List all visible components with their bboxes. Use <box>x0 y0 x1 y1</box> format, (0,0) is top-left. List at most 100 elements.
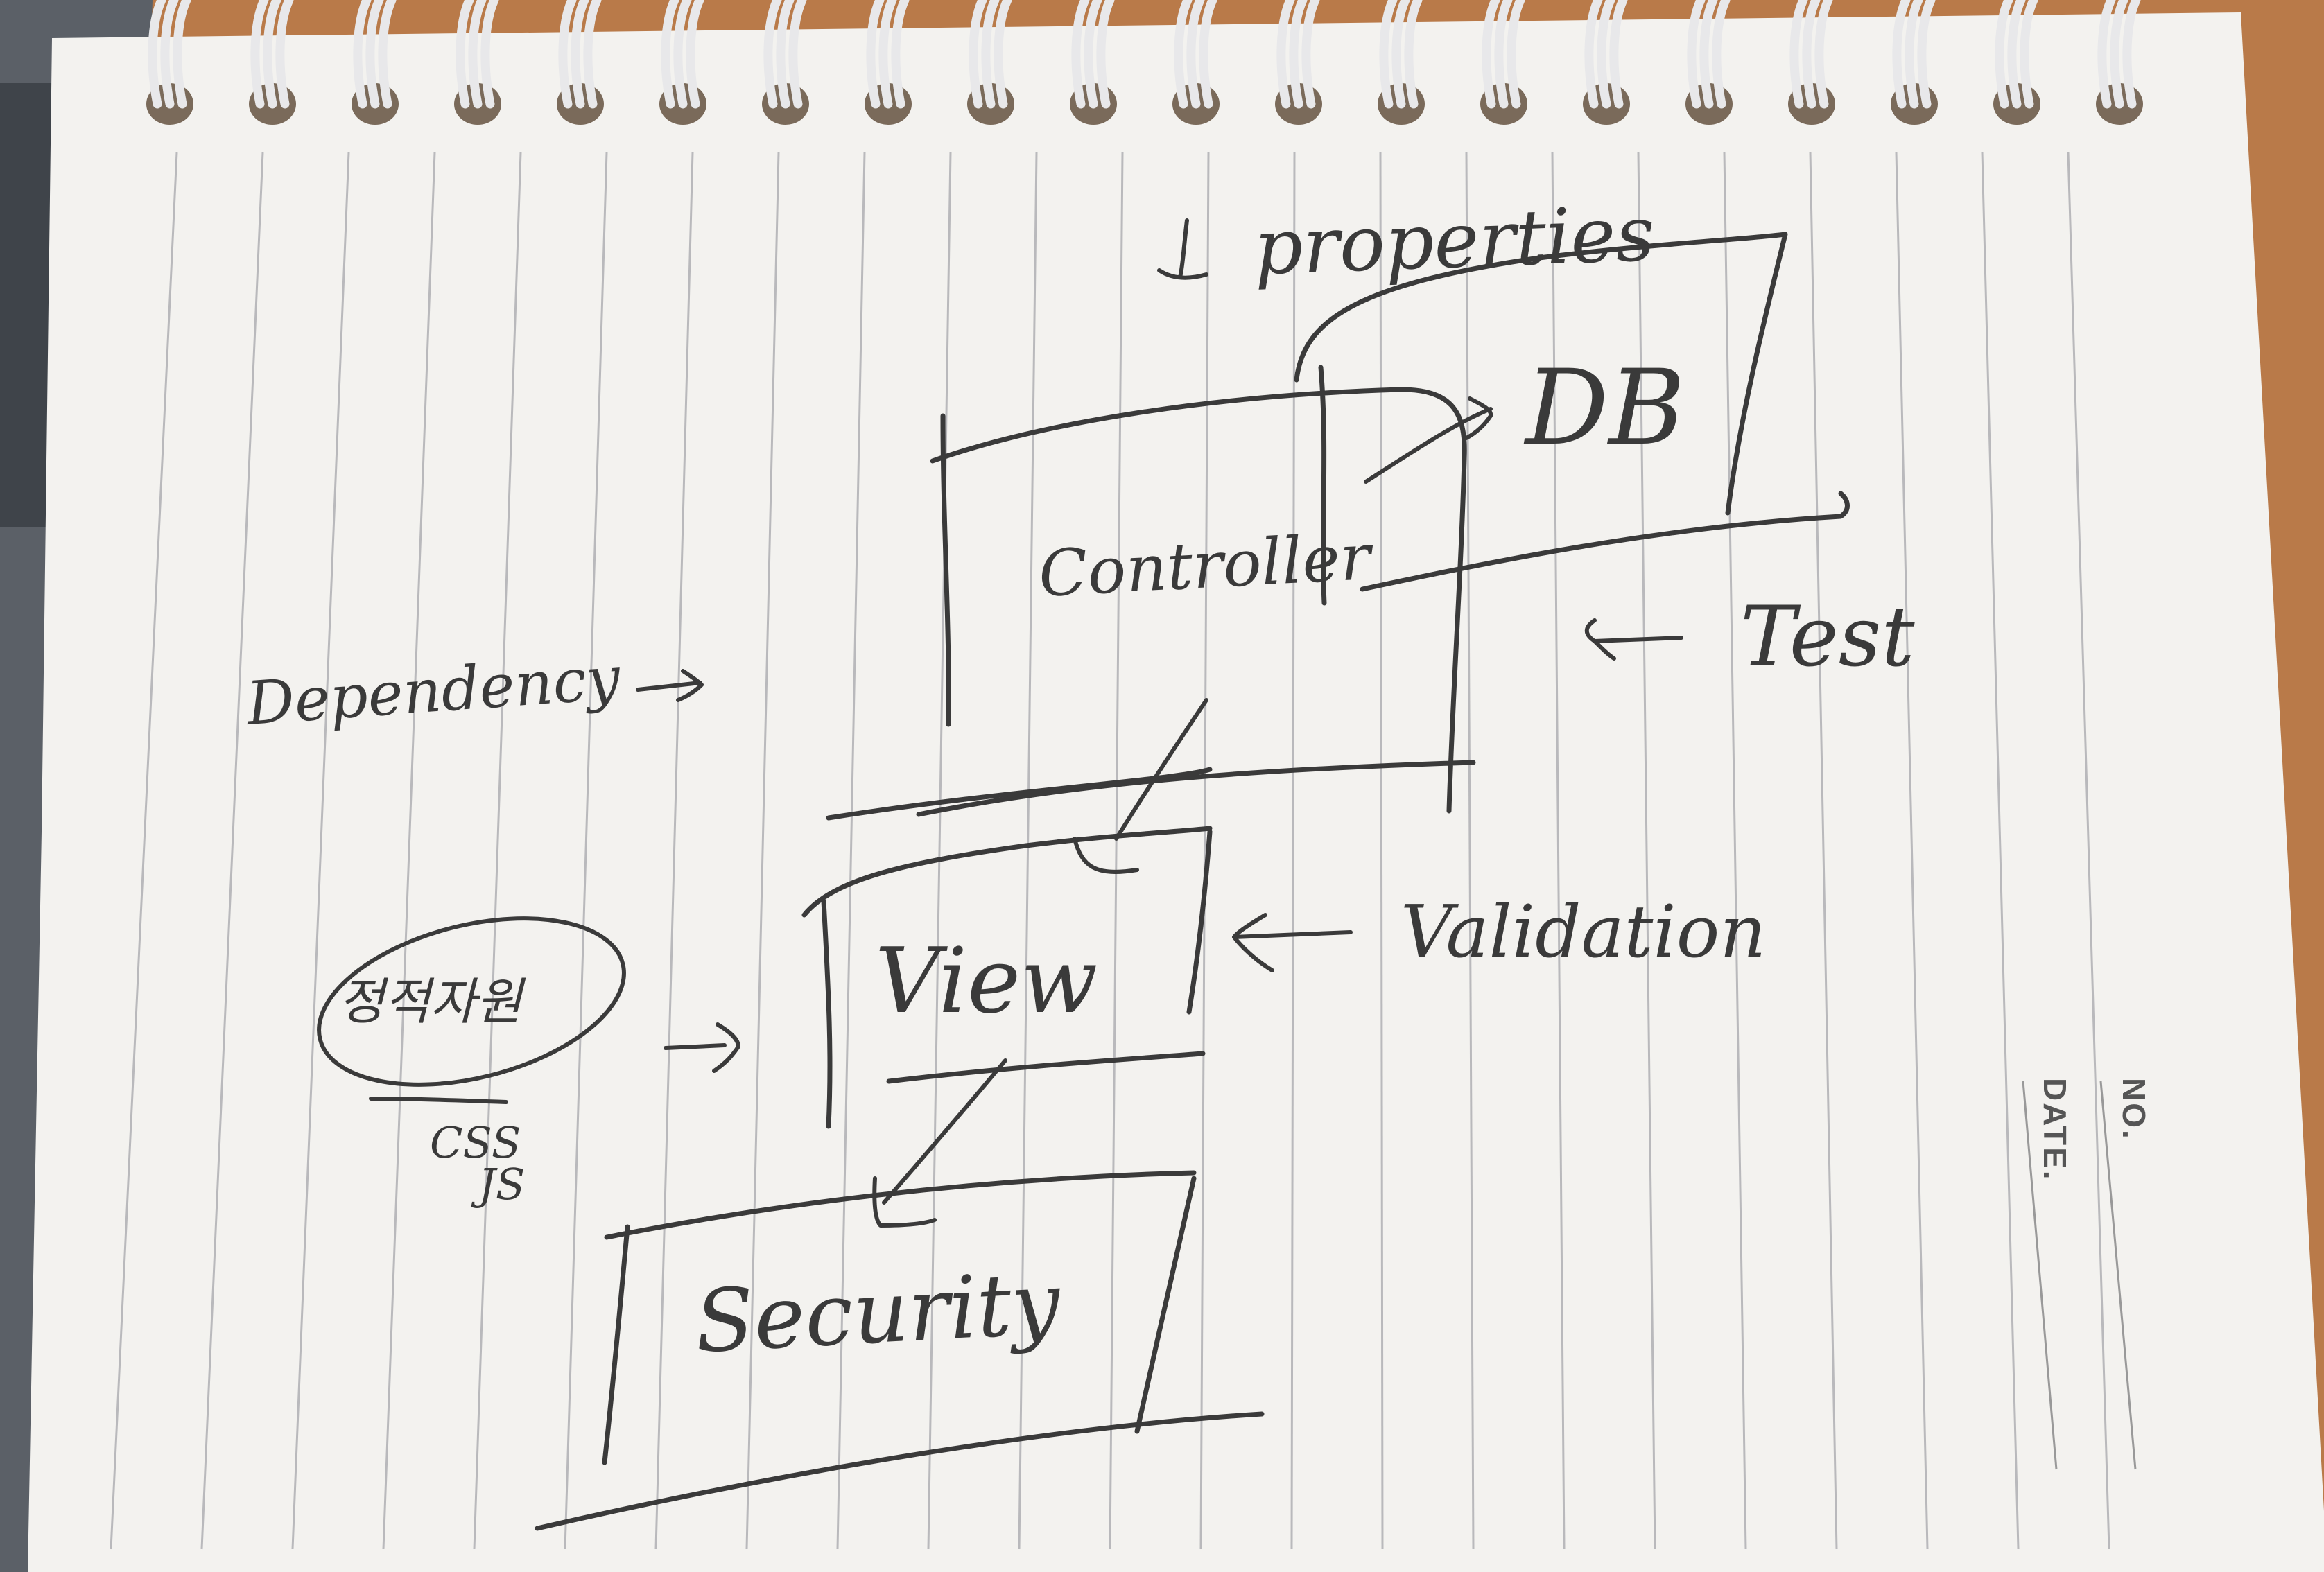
spiral-ring <box>1892 0 1911 109</box>
spiral-ring <box>1687 0 1706 109</box>
spiral-ring <box>480 0 499 109</box>
properties-label: properties <box>1252 189 1656 292</box>
spiral-ring <box>1289 0 1308 109</box>
spiral-ring <box>1802 0 1821 109</box>
spiral-ring <box>686 0 704 109</box>
spiral-ring <box>250 0 269 109</box>
spiral-ring <box>1712 0 1731 109</box>
spiral-ring <box>673 0 692 109</box>
spiral-ring <box>468 0 487 109</box>
spiral-ring <box>994 0 1012 109</box>
ruled-line <box>1379 152 1384 1550</box>
spiral-ring <box>2122 0 2141 109</box>
no-underline <box>2099 1081 2137 1470</box>
spiral-ring <box>571 0 589 109</box>
spiral-ring <box>1494 0 1513 109</box>
spiral-ring <box>1301 0 1320 109</box>
spiral-ring <box>1995 0 2013 109</box>
spiral-ring <box>583 0 602 109</box>
properties-down-arrow <box>1157 218 1208 280</box>
spiral-ring <box>148 0 166 109</box>
ruled-line <box>291 152 350 1550</box>
controller-label: Controller <box>1037 520 1376 611</box>
spiral-ring <box>1186 0 1205 109</box>
spiral-ring <box>173 0 191 109</box>
ruled-line <box>654 152 694 1550</box>
spiral-ring <box>1379 0 1398 109</box>
spiral-ring <box>353 0 372 109</box>
ruled-line <box>1723 152 1747 1550</box>
ruled-line <box>1199 152 1210 1550</box>
security-box <box>535 1170 1265 1531</box>
spiral-ring <box>160 0 179 109</box>
ruled-line <box>110 152 178 1550</box>
spiral-ring <box>1917 0 1936 109</box>
spiral-ring <box>263 0 281 109</box>
ruled-line <box>382 152 436 1550</box>
ruled-line <box>745 152 780 1550</box>
ruled-line <box>1018 152 1038 1550</box>
static-resources-ellipse <box>317 916 626 1087</box>
static-to-view-arrow <box>664 1022 740 1073</box>
controller-to-view-arrow <box>1073 698 1208 874</box>
ruled-line <box>1109 152 1124 1550</box>
ruled-line <box>200 152 264 1550</box>
ruled-line <box>564 152 608 1550</box>
spiral-ring <box>1391 0 1410 109</box>
static-resources-label: 정적자원 <box>338 972 526 1031</box>
db-label: DB <box>1523 348 1685 469</box>
spiral-ring <box>1071 0 1090 109</box>
spiral-ring <box>661 0 679 109</box>
test-label: Test <box>1740 589 1915 685</box>
ruled-line <box>473 152 522 1550</box>
spiral-ring <box>866 0 885 109</box>
spiral-ring <box>2097 0 2116 109</box>
ruled-line <box>836 152 866 1550</box>
css-label: CSS <box>430 1117 521 1168</box>
ruled-line <box>1637 152 1656 1550</box>
spiral-ring <box>456 0 474 109</box>
validation-label: Validation <box>1401 889 1766 974</box>
ruled-line <box>1290 152 1296 1550</box>
spiral-ring <box>891 0 910 109</box>
spiral-ring <box>1482 0 1500 109</box>
ruled-line <box>1551 152 1566 1550</box>
spiral-ring <box>1597 0 1615 109</box>
view-label: View <box>875 928 1098 1033</box>
js-label: JS <box>471 1159 525 1209</box>
spiral-ring <box>1084 0 1102 109</box>
controller-to-db-arrow <box>1364 396 1493 484</box>
spiral-ring <box>1789 0 1808 109</box>
ruled-line <box>1895 152 1929 1550</box>
spiral-ring <box>1905 0 1923 109</box>
validation-left-arrow <box>1232 913 1353 972</box>
dependency-arrow <box>636 669 704 702</box>
spiral-ring <box>788 0 807 109</box>
spiral-ring <box>1174 0 1193 109</box>
spiral-ring <box>1276 0 1295 109</box>
spiral-ring <box>1814 0 1833 109</box>
ruled-line <box>1981 152 2020 1550</box>
spiral-ring <box>763 0 782 109</box>
notebook-date-label: DATE. <box>2037 1078 2073 1182</box>
spiral-ring <box>558 0 577 109</box>
spiral-ring <box>1404 0 1423 109</box>
view-box <box>801 767 1213 1129</box>
spiral-ring <box>1096 0 1115 109</box>
ruled-lines <box>110 152 2110 1550</box>
date-underline <box>2022 1081 2058 1470</box>
spiral-ring <box>1507 0 1525 109</box>
spiral-binding <box>146 0 2143 125</box>
notebook-no-label: NO. <box>2116 1078 2152 1141</box>
spiral-ring <box>1199 0 1217 109</box>
static-resources-underline <box>369 1097 508 1104</box>
spiral-ring <box>969 0 987 109</box>
test-left-arrow <box>1584 618 1683 661</box>
controller-box <box>916 365 1476 817</box>
spiral-ring <box>378 0 397 109</box>
spiral-ring <box>365 0 384 109</box>
spiral-ring <box>776 0 795 109</box>
ruled-line <box>927 152 952 1550</box>
